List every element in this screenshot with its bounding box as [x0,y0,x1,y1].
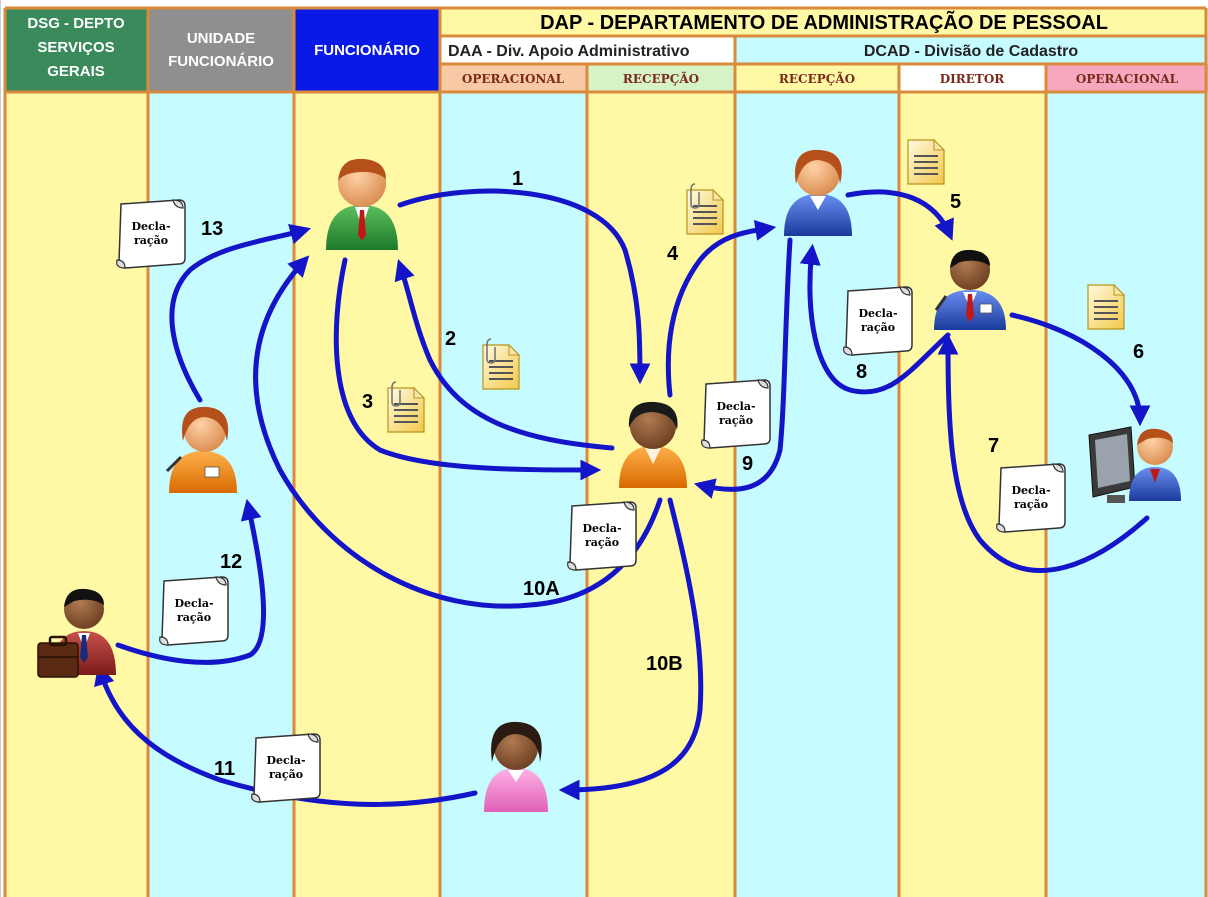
person-icon [37,588,116,678]
person-icon [484,721,548,812]
scroll-label-line2: ração [861,321,895,334]
step-10a-label: 10A [523,578,560,600]
subheader-daa-recepcao: RECEPÇÃO [623,71,699,86]
subheader-bg-1 [440,64,587,92]
header-funcionario [294,8,440,92]
scroll-label-line1: Decla- [858,307,897,320]
scroll-label-line2: ração [177,611,211,624]
step-numbers: 1 2 3 4 5 6 7 8 9 10A 10B 11 12 13 [201,168,1144,780]
step-11-label: 11 [214,758,235,780]
step-10b-label: 10B [646,653,683,675]
arrow-step-11 [94,663,478,807]
person-icon [165,406,237,493]
step-5-label: 5 [950,191,961,213]
scroll-icon: Decla- ração [842,286,913,356]
arrow-step-10a [253,255,663,609]
document-icon [1087,284,1125,330]
division-daa-label: DAA - Div. Apoio Administrativo [448,43,690,60]
briefcase-icon [37,635,79,678]
step-4-label: 4 [667,243,679,265]
subheader-bg-4 [899,64,1046,92]
scroll-icon: Decla- ração [115,199,186,269]
division-dcad-label: DCAD - Divisão de Cadastro [864,43,1078,60]
step-9-label: 9 [742,453,753,475]
header-unidade-line1: UNIDADE [187,30,255,47]
step-13-label: 13 [201,218,223,240]
header-dsg-line2: SERVIÇOS [37,39,114,56]
subheader-bg-3 [735,64,899,92]
scroll-icon: Decla- ração [566,501,637,571]
scroll-label-line1: Decla- [266,754,305,767]
scroll-label-line2: ração [585,536,619,549]
person-icon [619,401,687,488]
arrow-step-7 [937,333,1150,573]
arrow-step-12 [115,498,267,665]
subheader-daa-operacional: OPERACIONAL [462,72,565,86]
swimlanes [5,92,1208,897]
arrow-step-10b [558,497,704,801]
arrow-step-1 [397,188,651,385]
header-unidade [148,8,294,92]
step-6-label: 6 [1133,341,1144,363]
arrow-step-8 [799,243,951,395]
header-unidade-line2: FUNCIONÁRIO [168,53,274,70]
scroll-icon: Decla- ração [700,379,771,449]
subheader-dcad-operacional: OPERACIONAL [1076,72,1179,86]
scroll-label-line2: ração [134,234,168,247]
arrow-step-3 [333,257,602,481]
scroll-label-line2: ração [269,768,303,781]
arrow-step-4 [665,219,777,398]
step-3-label: 3 [362,391,373,413]
subheader-bg-2 [587,64,735,92]
header-daa-bg [440,36,735,64]
computer-icon [1088,426,1181,503]
subheader-dcad-recepcao: RECEPÇÃO [779,71,855,86]
person-icon [934,249,1006,330]
arrow-step-6 [1009,312,1151,427]
step-1-label: 1 [512,168,523,190]
scroll-icon: Decla- ração [250,733,321,803]
arrow-step-5 [845,189,954,241]
scroll-label-line1: Decla- [131,220,170,233]
scroll-label-line2: ração [719,414,753,427]
step-7-label: 7 [988,435,999,457]
arrow-step-2 [394,259,615,451]
header-dap-title-bg [440,8,1208,36]
scroll-label-line2: ração [1014,498,1048,511]
subheader-bg-5 [1046,64,1208,92]
grid-lines [3,6,1208,897]
header-dsg-line3: GERAIS [47,63,105,80]
scroll-label-line1: Decla- [174,597,213,610]
people [37,149,1181,812]
subheader-dcad-diretor: DIRETOR [940,72,1006,86]
header-dsg [5,8,148,92]
flow-arrows [94,188,1151,807]
header-dsg-line1: DSG - DEPTO [27,15,125,32]
header: DSG - DEPTO SERVIÇOS GERAIS UNIDADE FUNC… [5,8,1208,92]
person-icon [326,158,398,250]
scroll-icon: Decla- ração [995,463,1066,533]
step-12-label: 12 [220,551,242,573]
lane-dcad-operacional [1046,92,1208,897]
document-icon [907,139,945,185]
scroll-label-line1: Decla- [716,400,755,413]
header-dcad-bg [735,36,1208,64]
scroll-icon: Decla- ração [158,576,229,646]
header-funcionario-label: FUNCIONÁRIO [314,42,420,59]
scroll-label-line1: Decla- [1011,484,1050,497]
person-icon [784,149,852,236]
step-2-label: 2 [445,328,456,350]
arrow-step-13 [169,223,312,403]
step-8-label: 8 [856,361,867,383]
page-title: DAP - DEPARTAMENTO DE ADMINISTRAÇÃO DE P… [540,11,1108,34]
scroll-label-line1: Decla- [582,522,621,535]
arrow-step-9 [693,237,793,499]
declaration-scrolls: Decla- ração Decla- ração Decla- ração D… [115,199,1066,803]
